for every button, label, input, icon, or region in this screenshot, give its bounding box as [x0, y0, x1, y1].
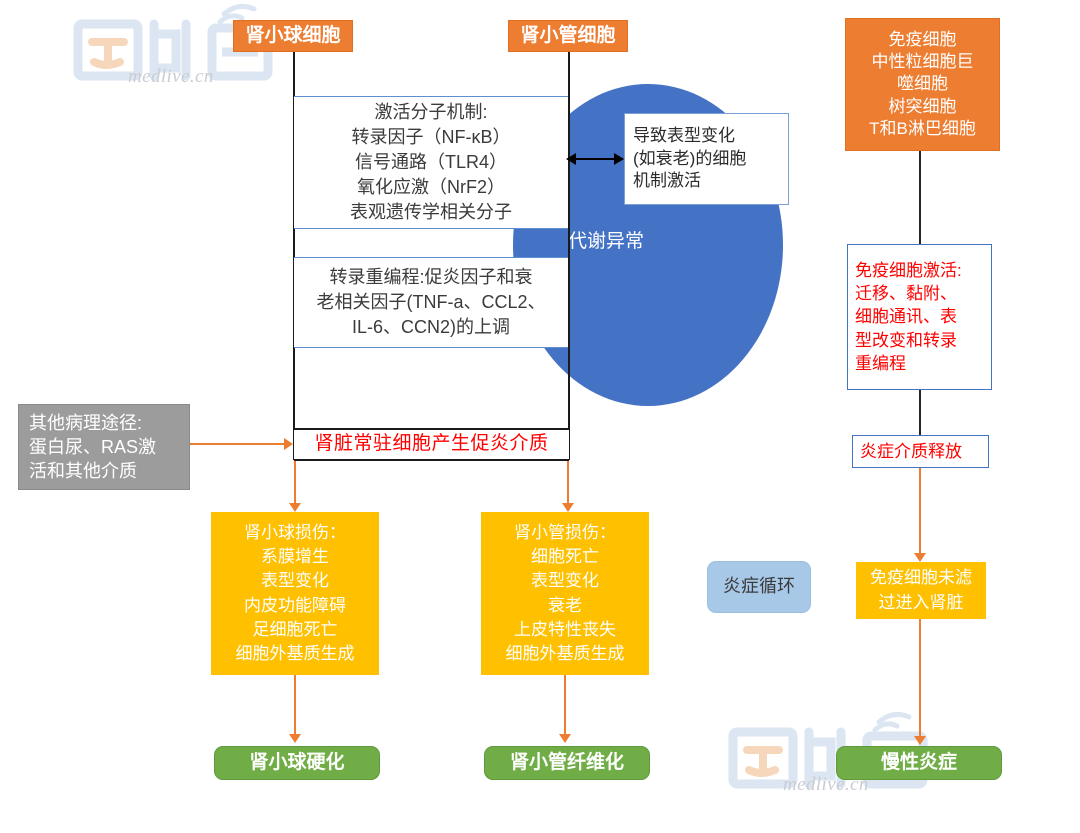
node-phenotype-callout[interactable]: 导致表型变化 (如衰老)的细胞 机制激活 [624, 113, 789, 205]
connector-glomerular-to-sclerosis [294, 675, 296, 737]
watermark-text: medlive.cn [128, 66, 214, 87]
arrow-head-icon [284, 438, 293, 450]
glomerular-frame-line [293, 48, 295, 460]
connector-tubular-to-fibrosis [564, 675, 566, 737]
connector-to-tubular-injury [567, 461, 569, 506]
node-immune-activation[interactable]: 免疫细胞激活: 迁移、黏附、 细胞通讯、表 型改变和转录 重编程 [847, 244, 992, 390]
node-other-pathways[interactable]: 其他病理途径: 蛋白尿、RAS激 活和其他介质 [18, 404, 190, 490]
connector-activation-to-release [919, 390, 921, 435]
arrow-head-icon [559, 734, 571, 743]
node-tubular-fibrosis[interactable]: 肾小管纤维化 [484, 746, 650, 780]
metabolic-abnormality-label: 代谢异常 [568, 231, 645, 252]
node-inflammation-cycle[interactable]: 炎症循环 [707, 561, 811, 613]
connector-to-glomerular-injury [294, 461, 296, 506]
node-transcription-reprogram[interactable]: 转录重编程:促炎因子和衰 老相关因子(TNF-a、CCL2、 IL-6、CCN2… [294, 257, 568, 348]
connector-other-pathways [190, 443, 285, 445]
arrow-head-icon [289, 503, 301, 512]
node-glomerular-cell[interactable]: 肾小球细胞 [233, 20, 353, 52]
connector-release-to-unfiltered [919, 468, 921, 556]
node-glomerular-injury[interactable]: 肾小球损伤： 系膜增生 表型变化 内皮功能障碍 足细胞死亡 细胞外基质生成 [211, 512, 379, 675]
arrow-head-icon [914, 553, 926, 562]
arrow-head-right-icon [614, 153, 624, 165]
arrow-head-icon [914, 736, 926, 745]
arrow-head-icon [562, 503, 574, 512]
node-chronic-inflammation[interactable]: 慢性炎症 [836, 746, 1002, 780]
node-glomerulosclerosis[interactable]: 肾小球硬化 [214, 746, 380, 780]
connector-unfiltered-to-chronic [919, 619, 921, 739]
node-immune-unfiltered[interactable]: 免疫细胞未滤 过进入肾脏 [856, 562, 986, 619]
node-activation-mechanism[interactable]: 激活分子机制: 转录因子（NF-ĸB） 信号通路（TLR4） 氧化应激（NrF2… [294, 96, 568, 229]
node-resident-cells-mediators[interactable]: 肾脏常驻细胞产生促炎介质 [294, 428, 569, 461]
node-tubular-injury[interactable]: 肾小管损伤： 细胞死亡 表型变化 衰老 上皮特性丧失 细胞外基质生成 [481, 512, 649, 675]
arrow-head-icon [289, 734, 301, 743]
node-tubular-cell[interactable]: 肾小管细胞 [508, 20, 628, 52]
bidirectional-connector [573, 158, 623, 160]
node-mediator-release[interactable]: 炎症介质释放 [852, 435, 989, 468]
node-immune-cells[interactable]: 免疫细胞 中性粒细胞巨 噬细胞 树突细胞 T和B淋巴细胞 [845, 18, 1000, 151]
arrow-head-left-icon [566, 153, 576, 165]
connector-immune-to-activation [919, 151, 921, 244]
tubular-frame-line [568, 48, 570, 460]
